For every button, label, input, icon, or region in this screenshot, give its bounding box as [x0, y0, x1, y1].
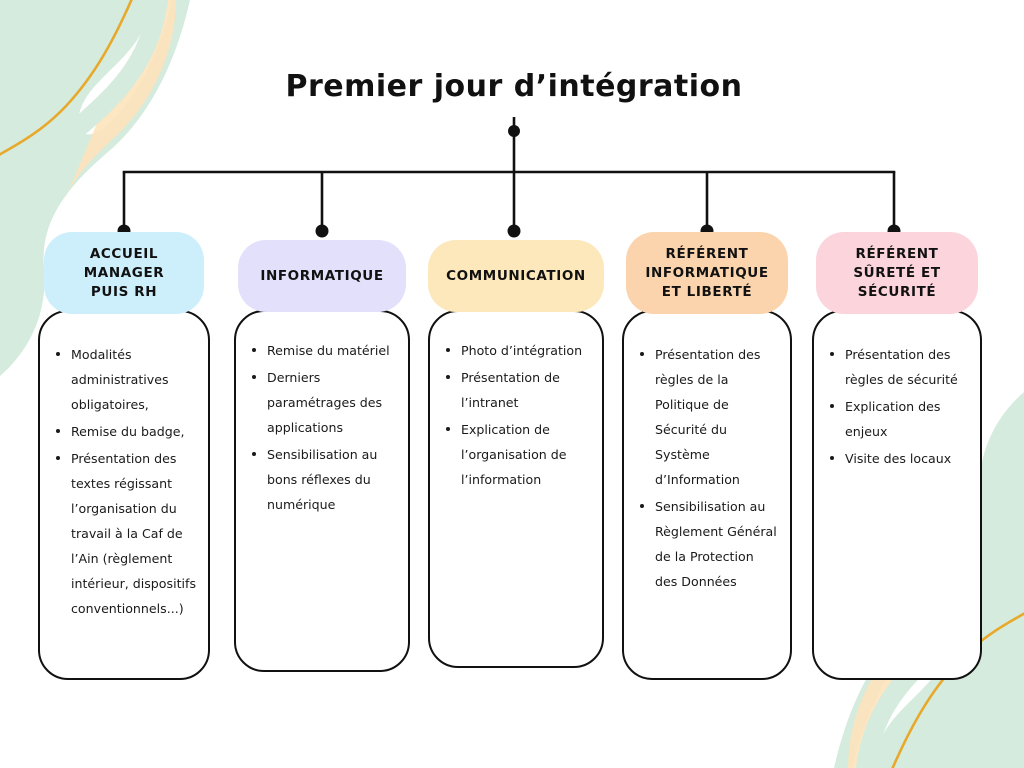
list-item: Modalités administratives obligatoires, — [54, 342, 196, 417]
list-item: Remise du matériel — [250, 338, 396, 363]
card-body-3 — [428, 310, 604, 668]
list-item: Présentation de l’intranet — [444, 365, 590, 415]
header-pill-3[interactable]: COMMUNICATION — [428, 240, 604, 312]
header-line: SÛRETÉ ET — [853, 264, 941, 281]
header-pill-2[interactable]: INFORMATIQUE — [238, 240, 406, 312]
header-line: RÉFÉRENT — [665, 245, 749, 262]
connector-dot-center — [508, 125, 520, 137]
list-item: Sensibilisation au Règlement Général de … — [638, 494, 778, 594]
header-pill-4[interactable]: RÉFÉRENT INFORMATIQUE ET LIBERTÉ — [626, 232, 788, 314]
list-item: Sensibilisation au bons réflexes du numé… — [250, 442, 396, 517]
header-line: INFORMATIQUE — [645, 264, 769, 281]
card-body-5 — [812, 310, 982, 680]
header-line: PUIS RH — [90, 283, 158, 300]
list-item: Visite des locaux — [828, 446, 968, 471]
header-line: INFORMATIQUE — [260, 267, 384, 284]
card-body-2 — [234, 310, 410, 672]
connector-dot-3 — [507, 224, 521, 238]
header-line: MANAGER — [83, 264, 165, 281]
list-item: Explication des enjeux — [828, 394, 968, 444]
bullet-list-5: Présentation des règles de sécurité Expl… — [812, 342, 982, 473]
list-item: Explication de l’organisation de l’infor… — [444, 417, 590, 492]
list-item: Photo d’intégration — [444, 338, 590, 363]
header-pill-1[interactable]: ACCUEIL MANAGER PUIS RH — [44, 232, 204, 314]
list-item: Présentation des règles de la Politique … — [638, 342, 778, 492]
list-item: Présentation des règles de sécurité — [828, 342, 968, 392]
list-item: Présentation des textes régissant l’orga… — [54, 446, 196, 621]
gold-curve-top-left — [0, 0, 133, 156]
connector-dot-2 — [315, 224, 329, 238]
header-line: ACCUEIL — [89, 245, 159, 262]
diagram-title-pill: Premier jour d’intégration — [257, 55, 771, 117]
header-line: ET LIBERTÉ — [661, 283, 753, 300]
header-line: SÉCURITÉ — [857, 283, 937, 300]
bullet-list-2: Remise du matériel Derniers paramétrages… — [234, 338, 410, 519]
header-pill-5[interactable]: RÉFÉRENT SÛRETÉ ET SÉCURITÉ — [816, 232, 978, 314]
list-item: Remise du badge, — [54, 419, 196, 444]
header-line: RÉFÉRENT — [855, 245, 939, 262]
bullet-list-4: Présentation des règles de la Politique … — [622, 342, 792, 596]
header-line: COMMUNICATION — [446, 267, 586, 284]
card-body-1 — [38, 310, 210, 680]
card-body-4 — [622, 310, 792, 680]
bullet-list-3: Photo d’intégration Présentation de l’in… — [428, 338, 604, 494]
page-title: Premier jour d’intégration — [285, 68, 743, 104]
bullet-list-1: Modalités administratives obligatoires, … — [38, 342, 210, 623]
list-item: Derniers paramétrages des applications — [250, 365, 396, 440]
